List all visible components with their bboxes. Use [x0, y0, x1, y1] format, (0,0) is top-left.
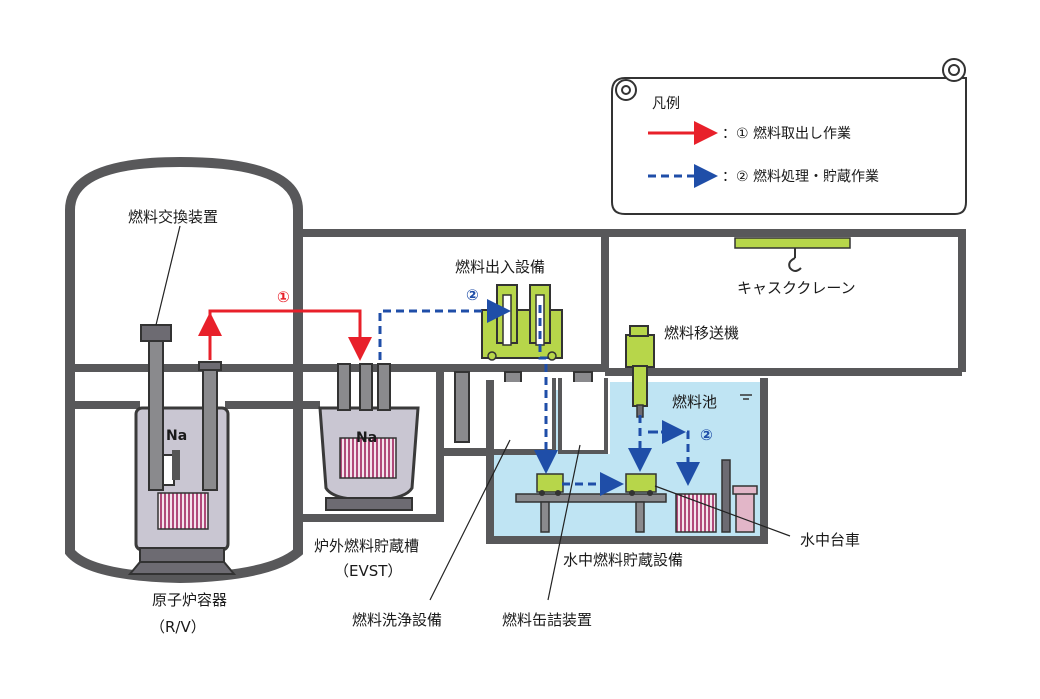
underwater-cart-left [536, 473, 564, 496]
legend-scroll: 凡例 ：① 燃料取出し作業 ：② 燃料処理・貯蔵作業 [611, 58, 967, 215]
fuel-canning-leader [547, 444, 581, 601]
label-fuel-transfer-machine: 燃料移送機 [664, 324, 739, 342]
legend-title: 凡例 [652, 96, 680, 112]
cask-crane [734, 237, 851, 272]
rv-sodium-label: Na [166, 428, 187, 444]
refueling-machine-leader [155, 225, 181, 326]
label-reactor-vessel-abbr: （R/V） [150, 618, 206, 636]
process-path-2 [378, 299, 700, 496]
underwater-cart-leader [654, 485, 791, 537]
legend-item-2: ：② 燃料処理・貯蔵作業 [722, 168, 879, 185]
rv-fuel-assembly [157, 492, 209, 530]
fuel-entry-exit-equipment [481, 284, 563, 361]
underwater-cart-right [625, 473, 657, 496]
scroll-curl-icon [942, 58, 966, 82]
crane-hook-icon [788, 257, 802, 272]
label-fuel-washing: 燃料洗浄設備 [352, 611, 442, 629]
fuel-pool [486, 378, 768, 544]
label-fuel-entry-exit: 燃料出入設備 [455, 258, 545, 276]
evst-sodium-label: Na [356, 430, 377, 446]
label-evst: 炉外燃料貯蔵槽 [314, 537, 419, 555]
fuel-washing-leader [429, 439, 511, 601]
marker-1: ① [277, 288, 290, 306]
label-underwater-storage: 水中燃料貯蔵設備 [563, 551, 683, 569]
marker-2a: ② [466, 286, 479, 304]
process-path-1: ① [198, 288, 372, 361]
label-refueling-machine: 燃料交換装置 [128, 208, 218, 226]
label-underwater-cart: 水中台車 [800, 531, 860, 549]
reactor-vessel: Na [127, 324, 237, 575]
label-fuel-canning: 燃料缶詰装置 [502, 611, 592, 629]
evst-fuel-rack [339, 437, 397, 479]
pool-canister [735, 489, 755, 533]
marker-2b: ② [700, 426, 713, 444]
label-fuel-pool: 燃料池 [672, 393, 717, 411]
label-evst-abbr: （EVST） [334, 562, 402, 580]
fuel-transfer-machine [625, 325, 655, 418]
label-reactor-vessel: 原子炉容器 [152, 591, 227, 609]
evst-vessel: Na [318, 363, 420, 511]
reactor-building [70, 229, 966, 522]
pool-fuel-rack [675, 493, 717, 533]
label-cask-crane: キャスククレーン [737, 279, 856, 297]
legend-item-1: ：① 燃料取出し作業 [722, 125, 851, 142]
